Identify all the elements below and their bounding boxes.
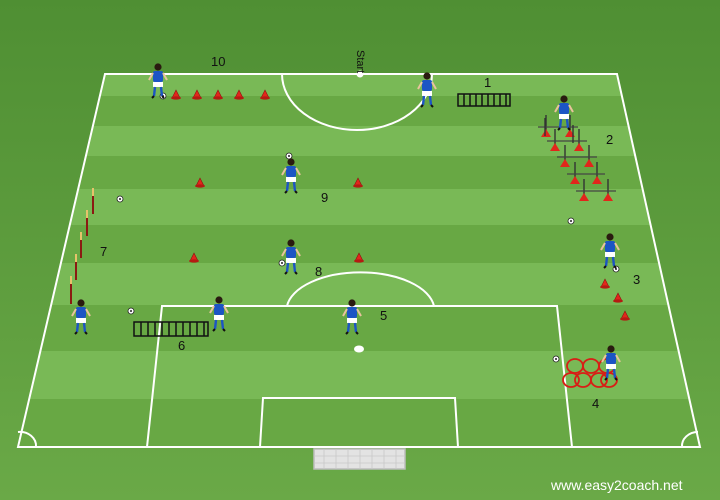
hurdle-icon xyxy=(547,129,587,151)
ball-icon xyxy=(127,307,135,315)
cone-icon xyxy=(192,89,202,100)
station-label-8: 8 xyxy=(315,264,322,279)
cone-icon xyxy=(354,252,364,263)
cone-icon xyxy=(600,278,610,289)
hurdle-icon xyxy=(567,162,605,184)
station-label-5: 5 xyxy=(380,308,387,323)
station-label-6: 6 xyxy=(178,338,185,353)
watermark: www.easy2coach.net xyxy=(550,477,683,493)
cone-icon xyxy=(613,292,623,303)
cones xyxy=(171,89,630,321)
corner-arc-right xyxy=(680,430,699,448)
cone-icon xyxy=(195,177,205,188)
hurdle-icon xyxy=(557,145,597,167)
ring-icon xyxy=(562,372,580,388)
ball-icon xyxy=(116,195,124,203)
players xyxy=(71,63,621,381)
cone-icon xyxy=(353,177,363,188)
ring-icon xyxy=(590,372,608,388)
cone-icon xyxy=(171,89,181,100)
station-label-4: 4 xyxy=(592,396,599,411)
ladder-icon xyxy=(457,93,511,107)
player-icon xyxy=(281,239,301,275)
center-spot xyxy=(356,70,364,78)
start-label: Start xyxy=(354,50,366,73)
player-icon xyxy=(600,233,620,269)
player-icon xyxy=(148,63,168,99)
goal-icon xyxy=(313,448,406,470)
cone-icon xyxy=(620,310,630,321)
ball-icon xyxy=(278,259,286,267)
station-label-10: 10 xyxy=(211,54,225,69)
player-icon xyxy=(554,95,574,131)
station-label-3: 3 xyxy=(633,272,640,287)
player-icon xyxy=(281,158,301,194)
hurdle-icon xyxy=(576,179,616,201)
ladder-icon xyxy=(133,321,209,337)
ball-icon xyxy=(285,152,293,160)
penalty-arc xyxy=(286,271,435,307)
penalty-spot xyxy=(354,345,364,353)
corner-arc-left xyxy=(17,430,38,448)
goal-area xyxy=(259,397,459,448)
station-label-9: 9 xyxy=(321,190,328,205)
touchline-outline xyxy=(16,73,702,448)
player-icon xyxy=(342,299,362,335)
cone-icon xyxy=(234,89,244,100)
poles xyxy=(70,188,94,304)
cone-icon xyxy=(260,89,270,100)
player-icon xyxy=(601,345,621,381)
station-label-2: 2 xyxy=(606,132,613,147)
player-icon xyxy=(71,299,91,335)
cone-icon xyxy=(189,252,199,263)
player-icon xyxy=(209,296,229,332)
cone-icon xyxy=(213,89,223,100)
station-label-1: 1 xyxy=(484,75,491,90)
hurdles xyxy=(538,115,616,201)
player-icon xyxy=(417,72,437,108)
ball-icon xyxy=(567,217,575,225)
station-label-7: 7 xyxy=(100,244,107,259)
ball-icon xyxy=(552,355,560,363)
